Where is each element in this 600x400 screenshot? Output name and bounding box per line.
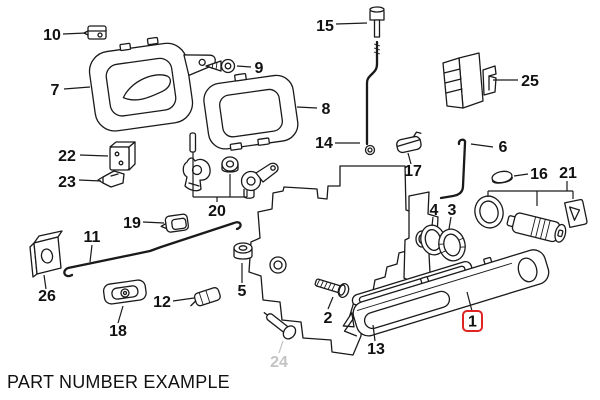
callout-7[interactable]: 7 — [51, 82, 60, 99]
part-clip-17-drawing — [396, 131, 422, 154]
part-grommet-5-drawing — [233, 242, 253, 260]
part-cap-16-drawing — [491, 170, 513, 184]
part-clip-23-drawing — [97, 170, 125, 188]
callout-3[interactable]: 3 — [448, 202, 457, 219]
callout-24[interactable]: 24 — [270, 354, 288, 371]
part-screw-2-drawing — [314, 278, 350, 299]
part-lock-knob-drawing — [369, 6, 385, 38]
part-connector-block-drawing — [442, 52, 497, 109]
part-clip-19-drawing — [160, 213, 190, 233]
highlighted-callout-box[interactable] — [462, 310, 483, 332]
page-caption: PART NUMBER EXAMPLE — [7, 372, 230, 392]
callout-4[interactable]: 4 — [430, 202, 439, 219]
callout-10[interactable]: 10 — [43, 27, 61, 44]
callout-23[interactable]: 23 — [58, 174, 76, 191]
part-bracket-26-drawing — [29, 230, 63, 278]
part-clip-12-drawing — [190, 287, 221, 307]
callout-12[interactable]: 12 — [153, 294, 171, 311]
part-outer-door-handle-drawing — [343, 249, 550, 337]
callout-14[interactable]: 14 — [315, 135, 333, 152]
part-screw-9-drawing — [205, 58, 236, 74]
callout-17[interactable]: 17 — [404, 163, 422, 180]
callout-9[interactable]: 9 — [255, 60, 264, 77]
leader-lines — [43, 22, 574, 354]
callout-8[interactable]: 8 — [322, 101, 331, 118]
callout-13[interactable]: 13 — [367, 341, 385, 358]
door-carrier-panel-drawing — [248, 165, 413, 356]
callout-19[interactable]: 19 — [123, 215, 141, 232]
part-rear-bezel-drawing — [203, 73, 299, 151]
part-pin-24-drawing — [263, 312, 297, 340]
callout-26[interactable]: 26 — [38, 288, 56, 305]
callout-16[interactable]: 16 — [530, 166, 548, 183]
callout-2[interactable]: 2 — [324, 310, 333, 327]
callout-5[interactable]: 5 — [238, 283, 247, 300]
part-seal-ring-3-drawing — [438, 228, 466, 262]
part-block-22-drawing — [109, 141, 136, 171]
callout-15[interactable]: 15 — [316, 18, 334, 35]
callout-20[interactable]: 20 — [208, 203, 226, 220]
callout-1[interactable]: 1 — [468, 314, 477, 331]
callout-18[interactable]: 18 — [109, 323, 127, 340]
part-plate-18-drawing — [102, 279, 147, 305]
part-rod-11-drawing — [63, 221, 242, 278]
part-rod-6-drawing — [439, 138, 467, 200]
callout-22[interactable]: 22 — [58, 148, 76, 165]
part-interior-handle-bezel-drawing — [88, 36, 216, 132]
part-lock-rod-drawing — [364, 40, 381, 156]
callout-25[interactable]: 25 — [521, 73, 539, 90]
part-lock-cylinder-group-drawing — [474, 195, 588, 243]
part-latch-group-drawing — [182, 132, 279, 199]
part-clip-10-drawing — [83, 25, 107, 40]
callout-21[interactable]: 21 — [559, 165, 577, 182]
callout-labels: 1 2 3 4 5 6 7 8 9 10 11 12 13 14 15 16 1… — [38, 18, 577, 371]
callout-6[interactable]: 6 — [499, 139, 508, 156]
callout-11[interactable]: 11 — [84, 229, 101, 246]
